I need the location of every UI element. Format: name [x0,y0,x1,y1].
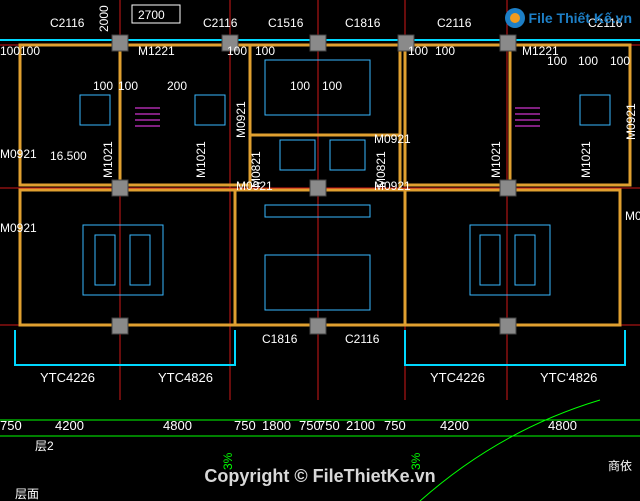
room-dim-1: 100 [0,44,20,58]
room-dim-3: 100 [227,44,247,58]
door-label-top-1: M1221 [138,44,175,58]
dim-9: 750 [384,418,406,433]
dim-4: 750 [234,418,256,433]
door-2: M1021 [101,141,115,178]
door-9: M1021 [489,141,503,178]
room-dim-10: 100 [322,79,342,93]
dim-11: 4200 [440,418,469,433]
logo: File Thiết Kế.vn [504,8,632,28]
top-label-3: C2116 [203,16,238,30]
room-dim-7: 100 [118,79,138,93]
room-dim-12: 100 [578,54,598,68]
door-4: M0921 [234,101,248,138]
misc-4: 层面 [15,487,39,501]
top-label-2: 2700 [138,8,165,22]
misc-3: 3% [409,452,423,470]
misc-5: 商依 [608,458,632,473]
misc-6: 2000 [97,5,111,32]
balcony-label-3: YTC4226 [430,370,485,385]
room-dim-5: 100 [408,44,428,58]
dim-5: 1800 [262,418,291,433]
door-5: M0921 [374,132,411,146]
top-label-4: C1516 [268,16,304,30]
door-11: M0921 [374,179,411,193]
door-6: M0821 [249,151,263,188]
logo-text: File Thiết Kế.vn [528,10,632,26]
door-label-top-2: M1221 [522,44,559,58]
room-dim-13: 100 [610,54,630,68]
window-bottom-1: C1816 [262,332,298,346]
logo-icon [504,8,525,28]
copyright-watermark: Copyright © FileThietKe.vn [204,466,436,486]
room-dim-11: 100 [547,54,567,68]
top-label-7: C2116 [588,16,623,30]
top-box [131,4,181,24]
dim-3: 4800 [163,418,192,433]
room-dim-4: 100 [255,44,275,58]
furniture [79,59,611,311]
top-label-6: C2116 [437,16,472,30]
door-13: M0921 [624,103,638,140]
top-label-5: C1816 [345,16,381,30]
dim-2: 4200 [55,418,84,433]
door-14: M0921 [625,209,640,223]
window-bottom-2: C2116 [345,332,380,346]
room-dim-9: 100 [290,79,310,93]
room-dim-2: 100 [20,44,40,58]
door-3: M1021 [194,141,208,178]
dim-6: 750 [299,418,321,433]
top-label-1: C2116 [50,16,85,30]
dim-1: 750 [0,418,22,433]
columns [111,34,517,335]
dim-7: 750 [318,418,340,433]
door-10: M1021 [579,141,593,178]
balcony-label-2: YTC4826 [158,370,213,385]
door-1: M0921 [0,147,37,161]
door-12: M0921 [0,221,37,235]
room-dim-8: 200 [167,79,187,93]
dim-8: 2100 [346,418,375,433]
room-dim-14: 100 [435,44,455,58]
door-7: M0821 [374,151,388,188]
misc-2: 3% [221,452,235,470]
door-8: M0921 [236,179,273,193]
dim-10: 4800 [548,418,577,433]
stairs [135,107,540,127]
room-dim-6: 100 [93,79,113,93]
arc-line [419,399,601,501]
balcony-label-1: YTC4226 [40,370,95,385]
dimension-lines [0,419,640,437]
balcony-label-4: YTC'4826 [540,370,597,385]
misc-1: 层2 [35,439,54,453]
level-mark: 16.500 [50,149,87,163]
